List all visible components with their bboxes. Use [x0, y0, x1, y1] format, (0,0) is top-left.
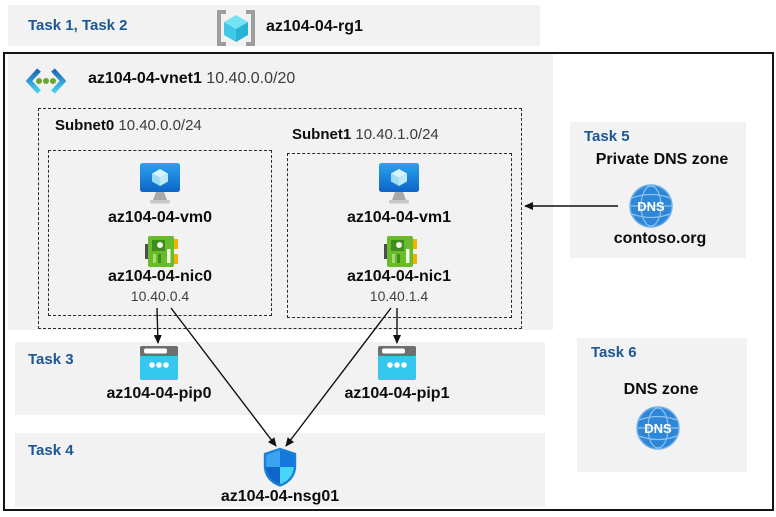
subnet1-cidr: 10.40.1.0/24 — [355, 126, 439, 143]
task6-box: Task 6 DNS zone DNS — [577, 338, 747, 472]
private-dns-icon: DNS — [628, 183, 674, 234]
nic1-name: az104-04-nic1 — [346, 268, 452, 285]
nsg-name: az104-04-nsg01 — [220, 488, 340, 505]
subnet1-box — [287, 153, 512, 318]
subnets-boundary-box — [38, 108, 522, 329]
vm1-name: az104-04-vm1 — [346, 209, 452, 226]
task5-label: Task 5 — [584, 128, 630, 145]
vm0-icon — [137, 160, 183, 211]
vm0-name: az104-04-vm0 — [107, 209, 213, 226]
task3-label: Task 3 — [28, 351, 74, 368]
dns-zone-icon: DNS — [635, 405, 681, 456]
pip1-name: az104-04-pip1 — [344, 385, 450, 402]
pip0-name: az104-04-pip0 — [106, 385, 212, 402]
resource-group-name: az104-04-rg1 — [266, 18, 363, 35]
dns-zone-title: DNS zone — [623, 381, 699, 398]
task6-label: Task 6 — [591, 344, 637, 361]
task-1-2-label: Task 1, Task 2 — [28, 17, 128, 34]
nic1-ip: 10.40.1.4 — [369, 288, 429, 304]
vnet-title: az104-04-vnet1 10.40.0.0/20 — [88, 70, 295, 88]
private-dns-zone-name: contoso.org — [613, 230, 707, 247]
pip1-icon — [378, 346, 416, 385]
vnet-name: az104-04-vnet1 — [88, 70, 202, 87]
subnet0-box — [48, 150, 272, 316]
subnet0-cidr: 10.40.0.0/24 — [118, 117, 202, 134]
vm1-icon — [376, 160, 422, 211]
task3-band: Task 3 — [15, 342, 545, 415]
nic0-name: az104-04-nic0 — [107, 268, 213, 285]
nic0-ip: 10.40.0.4 — [130, 288, 190, 304]
nic0-icon — [143, 235, 179, 274]
diagram-frame — [3, 52, 774, 511]
svg-text:DNS: DNS — [637, 199, 665, 214]
private-dns-zone-title: Private DNS zone — [595, 151, 729, 168]
svg-text:DNS: DNS — [644, 421, 672, 436]
subnet1-title: Subnet1 10.40.1.0/24 — [292, 126, 439, 143]
nic1-icon — [382, 235, 418, 274]
subnet0-name: Subnet0 — [55, 117, 115, 134]
task4-label: Task 4 — [28, 442, 74, 459]
subnet0-title: Subnet0 10.40.0.0/24 — [55, 117, 202, 134]
virtual-network-icon — [25, 66, 67, 101]
vnet-cidr: 10.40.0.0/20 — [206, 70, 296, 87]
resource-group-icon — [213, 9, 259, 52]
resource-group-band: Task 1, Task 2 az104-04-rg1 — [8, 5, 540, 46]
vnet-panel — [8, 54, 553, 330]
nsg-shield-icon — [262, 447, 298, 492]
subnet1-name: Subnet1 — [292, 126, 352, 143]
pip0-icon — [140, 346, 178, 385]
task5-box: Task 5 Private DNS zone DNS contoso.org — [570, 122, 746, 258]
